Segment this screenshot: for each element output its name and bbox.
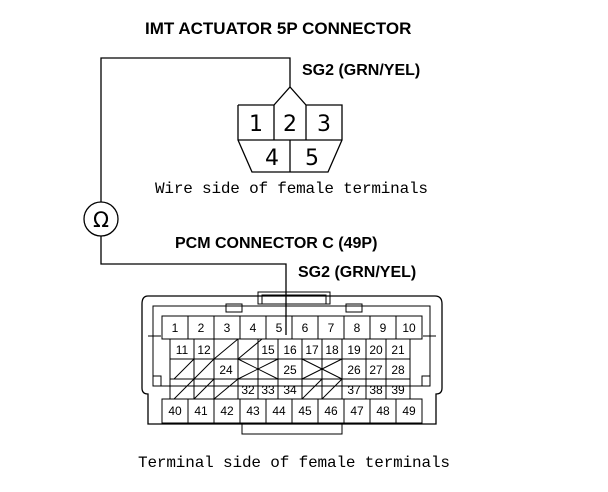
pcm-pin-19: 19 [347,343,361,357]
actuator-connector: 1 2 3 4 5 [237,86,343,173]
ohmmeter-icon [83,201,119,237]
pcm-pin-10: 10 [402,321,416,335]
pcm-pin-25: 25 [283,363,297,377]
pcm-pin-1: 1 [172,321,179,335]
pcm-pin-3: 3 [224,321,231,335]
pcm-pin-41: 41 [194,404,208,418]
pcm-pin-18: 18 [325,343,339,357]
actuator-signal-label: SG2 (GRN/YEL) [302,62,420,79]
pcm-pin-26: 26 [347,363,361,377]
actuator-caption: Wire side of female terminals [155,180,428,198]
pcm-pin-20: 20 [369,343,383,357]
pcm-pin-17: 17 [305,343,319,357]
pcm-pin-9: 9 [380,321,387,335]
pcm-pin-48: 48 [376,404,390,418]
pcm-title: PCM CONNECTOR C (49P) [175,235,377,252]
actuator-pin-4: 4 [265,146,279,171]
actuator-pin-3: 3 [317,112,331,137]
meter-wiring: Ω [83,57,291,335]
pcm-pin-45: 45 [298,404,312,418]
pcm-pin-42: 42 [220,404,234,418]
pcm-pin-15: 15 [261,343,275,357]
pcm-pin-38: 38 [369,383,383,397]
pcm-pin-34: 34 [283,383,297,397]
pcm-pin-16: 16 [283,343,297,357]
pcm-pin-40: 40 [168,404,182,418]
pcm-pin-5: 5 [276,321,283,335]
blank-cells [173,338,343,400]
actuator-pin-2: 2 [283,112,297,137]
pcm-pin-8: 8 [354,321,361,335]
pcm-pin-46: 46 [324,404,338,418]
pcm-pin-4: 4 [250,321,257,335]
pcm-pin-21: 21 [391,343,405,357]
pcm-pin-44: 44 [272,404,286,418]
pcm-pin-33: 33 [261,383,275,397]
pcm-pin-24: 24 [219,363,233,377]
actuator-title: IMT ACTUATOR 5P CONNECTOR [145,19,411,38]
pcm-pin-11: 11 [176,343,189,357]
pcm-pin-39: 39 [391,383,405,397]
pcm-pin-27: 27 [369,363,383,377]
pcm-pin-28: 28 [391,363,405,377]
pcm-caption: Terminal side of female terminals [138,454,450,472]
pcm-signal-label: SG2 (GRN/YEL) [298,264,416,281]
ohm-symbol: Ω [93,208,109,232]
pcm-pin-2: 2 [198,321,205,335]
pcm-pin-49: 49 [402,404,416,418]
pcm-pin-47: 47 [350,404,364,418]
pcm-pin-6: 6 [302,321,309,335]
pcm-pin-37: 37 [347,383,361,397]
pcm-pin-43: 43 [246,404,260,418]
actuator-pin-1: 1 [249,112,263,137]
pcm-pin-7: 7 [328,321,335,335]
pcm-pin-32: 32 [241,383,255,397]
pcm-pin-12: 12 [197,343,211,357]
actuator-pin-5: 5 [305,146,319,171]
